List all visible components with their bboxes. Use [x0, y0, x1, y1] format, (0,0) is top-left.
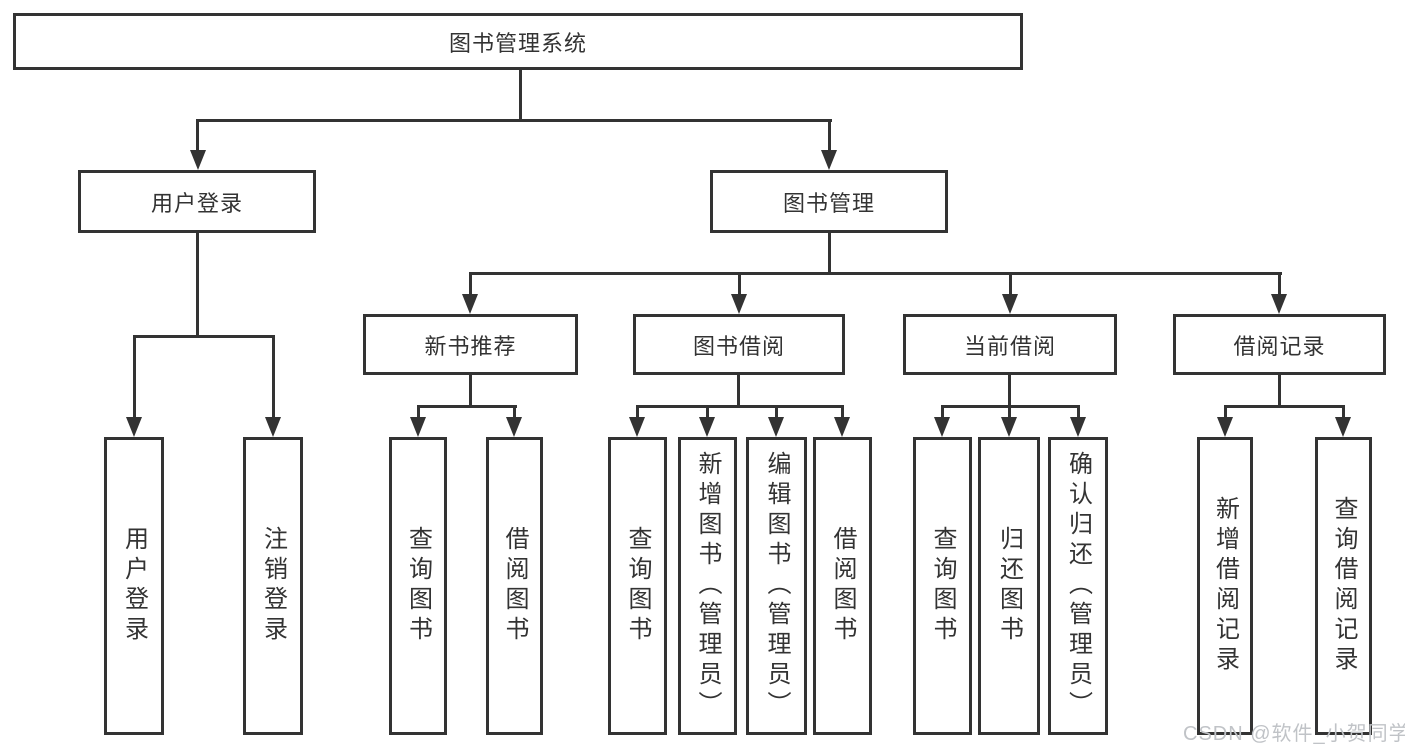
leaf-edit-books-admin-label: 编辑图书（管理员） — [763, 451, 790, 721]
leaf-query-books-recommend-label: 查询图书 — [404, 526, 432, 646]
connector-rail — [1224, 405, 1345, 408]
arrow-down-icon — [1217, 417, 1233, 437]
connector-rail — [636, 405, 844, 408]
leaf-add-books-admin: 新增图书（管理员） — [678, 437, 737, 735]
leaf-query-borrow-record-label: 查询借阅记录 — [1330, 496, 1357, 676]
connector-drop-leaf — [841, 405, 844, 419]
connector-rail-level3 — [469, 272, 1282, 275]
node-root-label: 图书管理系统 — [448, 30, 587, 56]
connector-drop-level3 — [469, 272, 472, 297]
arrow-down-icon — [821, 150, 837, 170]
arrow-down-icon — [410, 417, 426, 437]
arrow-down-icon — [462, 294, 478, 314]
arrow-down-icon — [1001, 417, 1017, 437]
arrow-down-icon — [699, 417, 715, 437]
leaf-add-borrow-record: 新增借阅记录 — [1197, 437, 1253, 735]
connector-user-login-stub — [196, 233, 199, 338]
leaf-query-books-recommend: 查询图书 — [389, 437, 447, 735]
connector-drop-level3 — [738, 272, 741, 297]
node-current-borrow: 当前借阅 — [903, 314, 1117, 375]
leaf-borrow-books: 借阅图书 — [813, 437, 872, 735]
leaf-edit-books-admin: 编辑图书（管理员） — [746, 437, 807, 735]
connector-rail — [417, 405, 517, 408]
node-book-borrow-label: 图书借阅 — [692, 333, 785, 359]
connector-drop-leaf — [417, 405, 420, 419]
leaf-return-books-label: 归还图书 — [995, 526, 1023, 646]
connector-drop-leaf — [1077, 405, 1080, 419]
arrow-down-icon — [768, 417, 784, 437]
leaf-borrow-books-label: 借阅图书 — [829, 526, 856, 646]
connector-drop-leaf — [775, 405, 778, 419]
connector-drop-leaf — [636, 405, 639, 419]
leaf-user-login-label: 用户登录 — [120, 526, 148, 646]
leaf-query-borrow-record: 查询借阅记录 — [1315, 437, 1372, 735]
connector-book-management-stub — [828, 233, 831, 274]
leaf-borrow-books-recommend-label: 借阅图书 — [501, 526, 528, 646]
node-book-borrow: 图书借阅 — [633, 314, 845, 375]
leaf-confirm-return-admin: 确认归还（管理员） — [1048, 437, 1108, 735]
arrow-down-icon — [934, 417, 950, 437]
connector-stub — [469, 375, 472, 408]
connector-drop-leaf — [513, 405, 516, 419]
arrow-down-icon — [731, 294, 747, 314]
leaf-logout: 注销登录 — [243, 437, 303, 735]
node-new-book-recommend: 新书推荐 — [363, 314, 578, 375]
connector-drop-level3 — [1009, 272, 1012, 297]
connector-drop-leaf — [1342, 405, 1345, 419]
connector-stub — [737, 375, 740, 408]
connector-stub — [1008, 375, 1011, 408]
arrow-down-icon — [1335, 417, 1351, 437]
arrow-down-icon — [1002, 294, 1018, 314]
leaf-query-books-borrow: 查询图书 — [608, 437, 667, 735]
node-book-management-label: 图书管理 — [782, 190, 875, 216]
node-new-book-recommend-label: 新书推荐 — [424, 333, 517, 359]
leaf-query-books-current: 查询图书 — [913, 437, 972, 735]
arrow-down-icon — [1070, 417, 1086, 437]
connector-drop-leaf — [133, 335, 136, 419]
leaf-logout-label: 注销登录 — [259, 526, 287, 646]
connector-drop-level3 — [1278, 272, 1281, 297]
arrow-down-icon — [506, 417, 522, 437]
leaf-add-borrow-record-label: 新增借阅记录 — [1211, 496, 1239, 676]
leaf-add-books-admin-label: 新增图书（管理员） — [694, 451, 721, 721]
node-borrow-records-label: 借阅记录 — [1233, 333, 1326, 359]
connector-rail-level2 — [196, 119, 832, 122]
watermark: CSDN @软件_小贺同学 — [1183, 723, 1405, 745]
node-current-borrow-label: 当前借阅 — [963, 333, 1056, 359]
leaf-user-login: 用户登录 — [104, 437, 164, 735]
node-root: 图书管理系统 — [13, 13, 1023, 70]
arrow-down-icon — [629, 417, 645, 437]
leaf-query-books-current-label: 查询图书 — [929, 526, 956, 646]
leaf-confirm-return-admin-label: 确认归还（管理员） — [1064, 451, 1092, 721]
connector-drop-leaf — [1224, 405, 1227, 419]
connector-rail-user-login — [133, 335, 275, 338]
node-book-management: 图书管理 — [710, 170, 948, 233]
connector-drop-leaf — [941, 405, 944, 419]
connector-drop-leaf — [272, 335, 275, 419]
connector-drop-book-management — [828, 119, 831, 155]
arrow-down-icon — [190, 150, 206, 170]
arrow-down-icon — [1271, 294, 1287, 314]
leaf-query-books-borrow-label: 查询图书 — [624, 526, 651, 646]
leaf-borrow-books-recommend: 借阅图书 — [486, 437, 543, 735]
connector-drop-leaf — [706, 405, 709, 419]
connector-stub — [1278, 375, 1281, 408]
leaf-return-books: 归还图书 — [978, 437, 1040, 735]
connector-root-stub — [519, 70, 522, 121]
connector-drop-leaf — [1008, 405, 1011, 419]
arrow-down-icon — [126, 417, 142, 437]
connector-drop-user-login — [196, 119, 199, 155]
arrow-down-icon — [834, 417, 850, 437]
node-user-login-label: 用户登录 — [150, 190, 243, 216]
node-user-login: 用户登录 — [78, 170, 316, 233]
arrow-down-icon — [265, 417, 281, 437]
node-borrow-records: 借阅记录 — [1173, 314, 1386, 375]
